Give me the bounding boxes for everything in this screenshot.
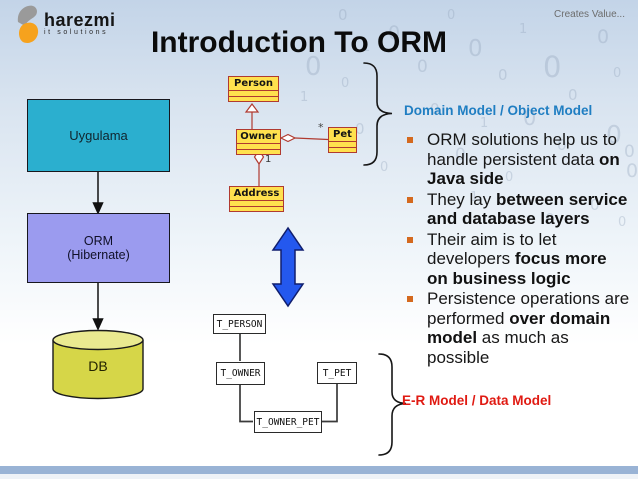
logo-name: harezmi [44, 10, 116, 30]
bullet-text: Their aim is to let developers focus mor… [427, 229, 607, 288]
bullet-text: They lay between service and database la… [427, 189, 628, 229]
db-label: DB [88, 358, 108, 374]
brace-domain-model [363, 62, 393, 166]
watermark-digit: 1 [480, 116, 489, 131]
bullet-square-icon [407, 137, 413, 143]
watermark-digit: 0 [341, 76, 350, 91]
er-table-pet: T_PET [317, 362, 357, 384]
watermark-digit: 0 [380, 160, 389, 175]
app-box: Uygulama [27, 99, 170, 172]
er-table-person: T_PERSON [213, 314, 266, 334]
bullet-square-icon [407, 296, 413, 302]
uml-class-owner-title: Owner [237, 130, 280, 144]
uml-class-pet: Pet [328, 127, 357, 153]
er-table-owner: T_OWNER [216, 362, 265, 385]
bullet-item-4: Persistence operations are performed ove… [407, 289, 631, 367]
watermark-digit: 0 [417, 57, 428, 77]
watermark-digit: 0 [338, 6, 348, 24]
uml-class-address: Address [229, 186, 284, 212]
bullet-item-3: Their aim is to let developers focus mor… [407, 230, 631, 289]
slide-title: Introduction To ORM [150, 26, 448, 59]
tagline: Creates Value... [554, 9, 625, 20]
multiplicity-star: * [318, 121, 324, 134]
bullet-text: ORM solutions help us to handle persiste… [427, 130, 620, 188]
logo-mark-icon [17, 5, 39, 43]
er-model-caption: E-R Model / Data Model [402, 393, 552, 408]
company-logo: harezmi it solutions [12, 4, 116, 46]
er-table-owner-pet: T_OWNER_PET [254, 411, 322, 433]
bullet-list: ORM solutions help us to handle persiste… [407, 130, 631, 368]
orm-box: ORM (Hibernate) [27, 213, 170, 283]
uml-class-person: Person [228, 76, 279, 102]
watermark-digit: 0 [597, 26, 610, 48]
watermark-digit: 0 [498, 66, 508, 84]
domain-model-caption: Domain Model / Object Model [404, 103, 593, 118]
app-box-label: Uygulama [69, 128, 128, 143]
footer-bar [0, 466, 638, 474]
multiplicity-one: 1 [265, 154, 271, 165]
watermark-digit: 1 [300, 90, 309, 105]
orm-box-label-line1: ORM [83, 234, 114, 248]
logo-subtitle: it solutions [44, 29, 109, 36]
bullet-square-icon [407, 196, 413, 203]
bullet-item-1: ORM solutions help us to handle persiste… [407, 130, 631, 189]
watermark-digit: 0 [447, 8, 456, 23]
footer-under-strip [0, 474, 638, 479]
uml-class-address-title: Address [230, 187, 283, 201]
watermark-digit: 0 [613, 66, 622, 81]
bullet-text: Persistence operations are performed ove… [427, 289, 630, 367]
uml-class-owner: Owner [236, 129, 281, 155]
bullet-square-icon [407, 236, 413, 243]
sync-arrow [271, 226, 305, 308]
orm-box-label-line2: (Hibernate) [67, 248, 130, 262]
uml-class-pet-title: Pet [329, 128, 356, 142]
bullet-item-2: They lay between service and database la… [407, 190, 631, 229]
watermark-digit: 0 [568, 86, 578, 104]
uml-class-person-title: Person [229, 77, 278, 91]
